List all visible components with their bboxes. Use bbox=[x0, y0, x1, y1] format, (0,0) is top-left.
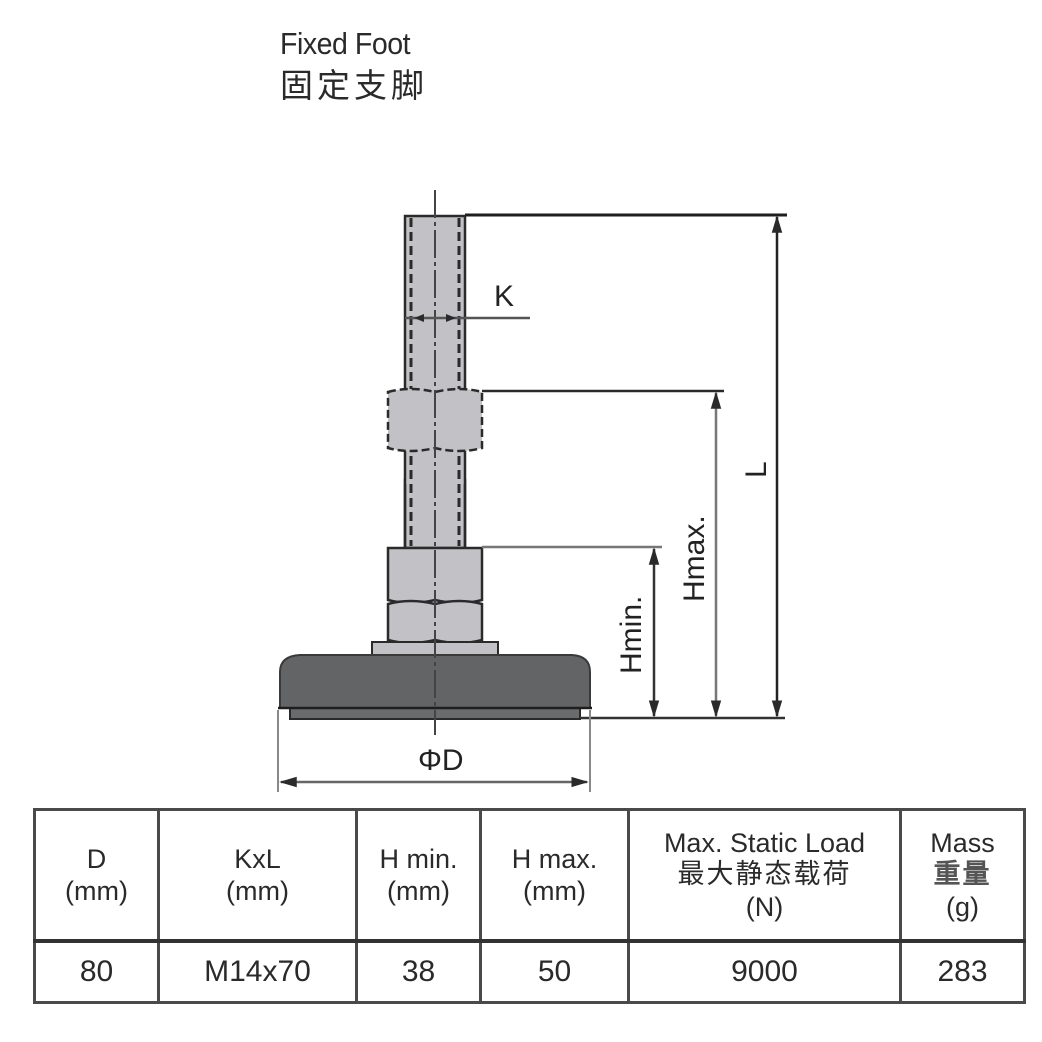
k-label: K bbox=[494, 280, 514, 313]
upper-nut-max-position bbox=[386, 387, 484, 453]
threaded-stud bbox=[403, 214, 467, 550]
cell-d: 80 bbox=[33, 939, 160, 1004]
cell-hmin: 38 bbox=[355, 939, 482, 1004]
cell-kxl: M14x70 bbox=[157, 939, 358, 1004]
title-block: Fixed Foot 固定支脚 bbox=[280, 28, 428, 102]
d-dimension: ΦD bbox=[277, 710, 591, 792]
cell-hmax: 50 bbox=[479, 939, 630, 1004]
hmax-label: Hmax. bbox=[678, 515, 711, 602]
header-kxl: KxL (mm) bbox=[157, 808, 358, 943]
l-dimension: L bbox=[740, 215, 783, 718]
table-row: 80 M14x70 38 50 9000 283 bbox=[33, 939, 1026, 1004]
hmin-dimension: Hmin. bbox=[615, 547, 660, 718]
table-header-row: D (mm) KxL (mm) H min. (mm) H max. (mm) … bbox=[33, 808, 1026, 943]
cell-mass: 283 bbox=[899, 939, 1026, 1004]
specification-table: D (mm) KxL (mm) H min. (mm) H max. (mm) … bbox=[33, 808, 1026, 1004]
hmin-label: Hmin. bbox=[615, 596, 648, 674]
k-dimension: K bbox=[405, 280, 530, 322]
title-chinese: 固定支脚 bbox=[280, 66, 428, 105]
fixed-foot-technical-drawing: K L Hmax. Hmin. ΦD bbox=[277, 190, 787, 792]
d-label: ΦD bbox=[418, 744, 464, 777]
header-max-static-load: Max. Static Load 最大静态载荷 (N) bbox=[627, 808, 902, 943]
l-label: L bbox=[740, 461, 773, 478]
cell-max-static-load: 9000 bbox=[627, 939, 902, 1004]
header-d: D (mm) bbox=[33, 808, 160, 943]
title-english: Fixed Foot bbox=[280, 26, 411, 61]
hmax-dimension: Hmax. bbox=[678, 391, 722, 718]
header-hmin: H min. (mm) bbox=[355, 808, 482, 943]
header-mass: Mass 重量 (g) bbox=[899, 808, 1026, 943]
header-hmax: H max. (mm) bbox=[479, 808, 630, 943]
